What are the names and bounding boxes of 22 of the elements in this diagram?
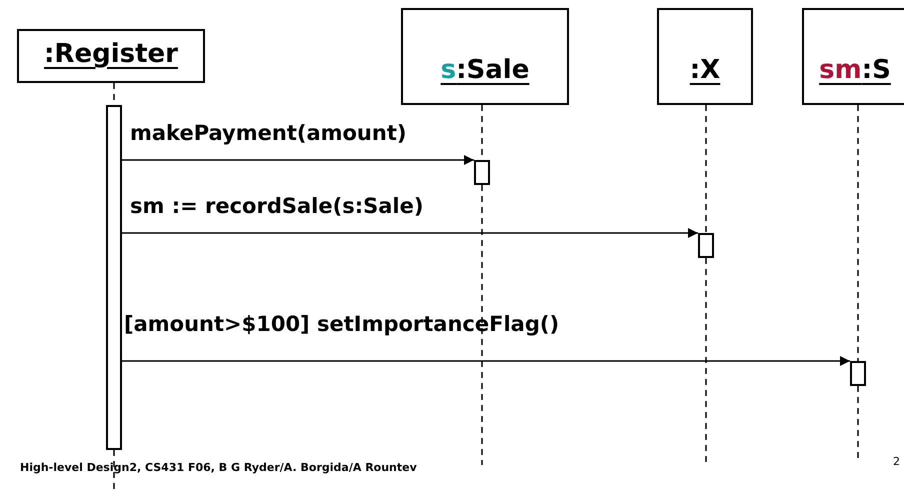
message-label: makePayment(amount) [130,121,406,145]
object-name: :Register [44,39,178,69]
message-arrow [122,228,698,238]
activation-bar [850,361,866,386]
activation-bar [106,105,122,450]
object-name: s:Sale [440,55,530,85]
object-box [657,8,753,105]
footer-text: High-level Design2, CS431 F06, B G Ryder/A. Borgida/A Rountev [20,461,417,474]
page-number: 2 [893,455,900,468]
message-arrow [122,356,850,366]
lifeline [705,105,707,233]
object-box [401,8,569,105]
message-label: [amount>$100] setImportanceFlag() [124,312,560,336]
message-arrow [122,155,474,165]
activation-bar [698,233,714,258]
lifeline [857,105,859,361]
object-name: :X [690,55,720,85]
object-box [802,8,904,105]
activation-bar [474,160,490,185]
object-name: sm:S [819,55,891,85]
message-label: sm := recordSale(s:Sale) [130,194,424,218]
object-box [17,29,205,83]
